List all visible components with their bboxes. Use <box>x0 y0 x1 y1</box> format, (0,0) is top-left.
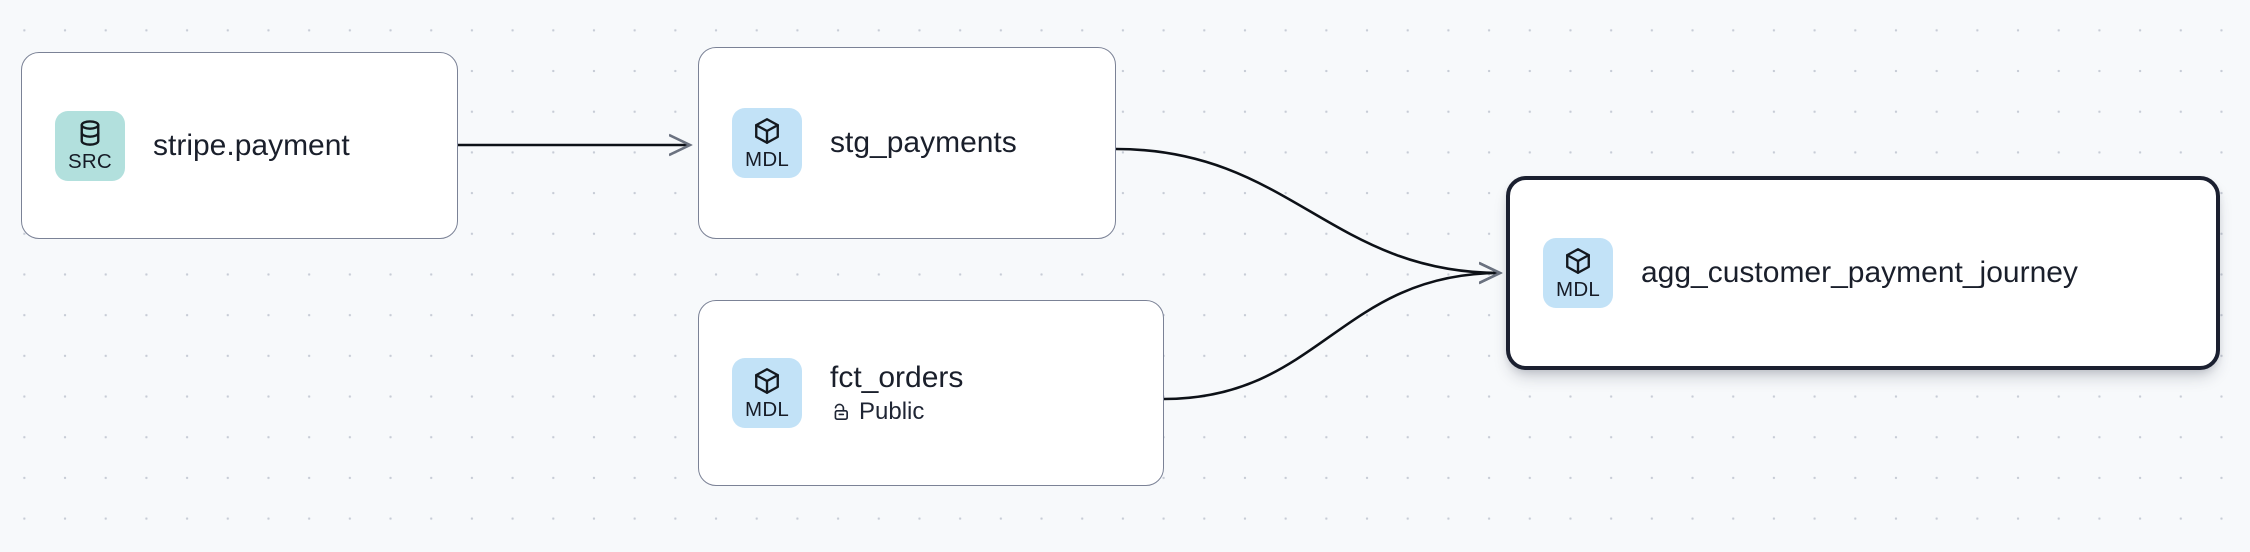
badge-label: SRC <box>68 150 112 174</box>
node-type-badge-mdl: MDL <box>1543 238 1613 308</box>
node-type-badge-src: SRC <box>55 110 125 181</box>
node-visibility: Public <box>830 397 963 425</box>
edge-stg-payments-to-agg-customer <box>1115 147 1500 273</box>
cube-icon <box>1566 247 1590 274</box>
node-type-badge-mdl: MDL <box>732 358 802 428</box>
node-visibility-label: Public <box>859 397 925 425</box>
node-title: stg_payments <box>830 126 1017 160</box>
badge-label: MDL <box>745 397 789 421</box>
lineage-node-stripe-payment[interactable]: SRC stripe.payment <box>21 52 458 239</box>
edge-fct-orders-to-agg-customer <box>1163 273 1500 401</box>
badge-label: MDL <box>745 147 789 171</box>
lineage-node-fct-orders[interactable]: MDL fct_orders Public <box>698 300 1164 486</box>
badge-label: MDL <box>1556 277 1600 301</box>
node-title: agg_customer_payment_journey <box>1641 256 2078 290</box>
node-body: stripe.payment <box>153 129 350 163</box>
node-type-badge-mdl: MDL <box>732 108 802 178</box>
node-body: fct_orders Public <box>830 361 963 425</box>
database-icon <box>80 120 100 147</box>
cube-icon <box>755 367 779 394</box>
node-body: agg_customer_payment_journey <box>1641 256 2078 290</box>
cube-icon <box>755 117 779 144</box>
node-title: fct_orders <box>830 361 964 394</box>
lineage-node-agg-customer-payment-journey[interactable]: MDL agg_customer_payment_journey <box>1506 176 2220 370</box>
node-title: stripe.payment <box>153 128 350 162</box>
unlock-icon <box>834 403 848 421</box>
lineage-node-stg-payments[interactable]: MDL stg_payments <box>698 47 1116 239</box>
node-body: stg_payments <box>830 126 1017 160</box>
